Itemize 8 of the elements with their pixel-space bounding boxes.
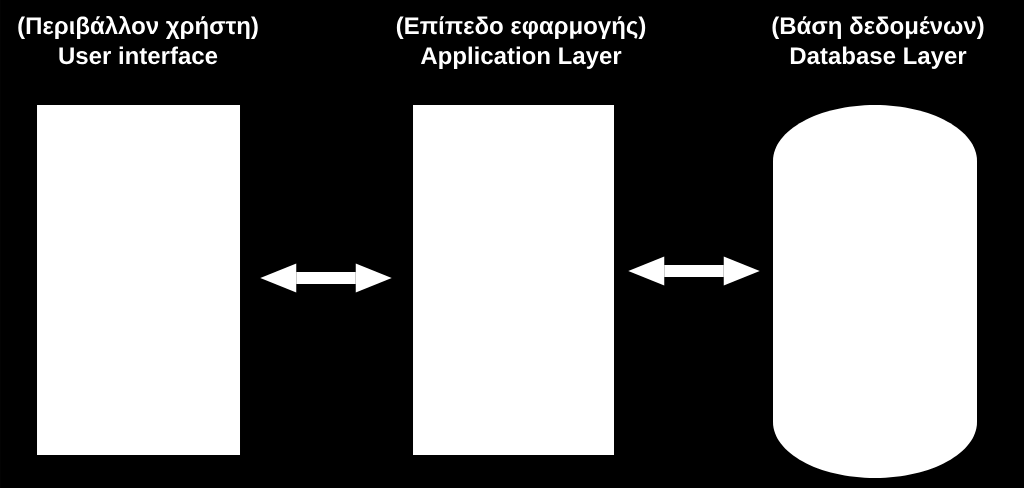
double-arrow [260, 263, 392, 293]
layer-heading: (Περιβάλλον χρήστη) [18, 15, 258, 39]
double-arrow [628, 256, 760, 286]
layer-heading: (Βάση δεδομένων) [772, 16, 984, 39]
layer-heading: (Επίπεδο εφαρμογής) [396, 16, 646, 39]
layer-heading: Application Layer [420, 46, 622, 69]
layer-heading: User interface [59, 46, 218, 65]
layer-heading: Database Layer [790, 46, 967, 69]
